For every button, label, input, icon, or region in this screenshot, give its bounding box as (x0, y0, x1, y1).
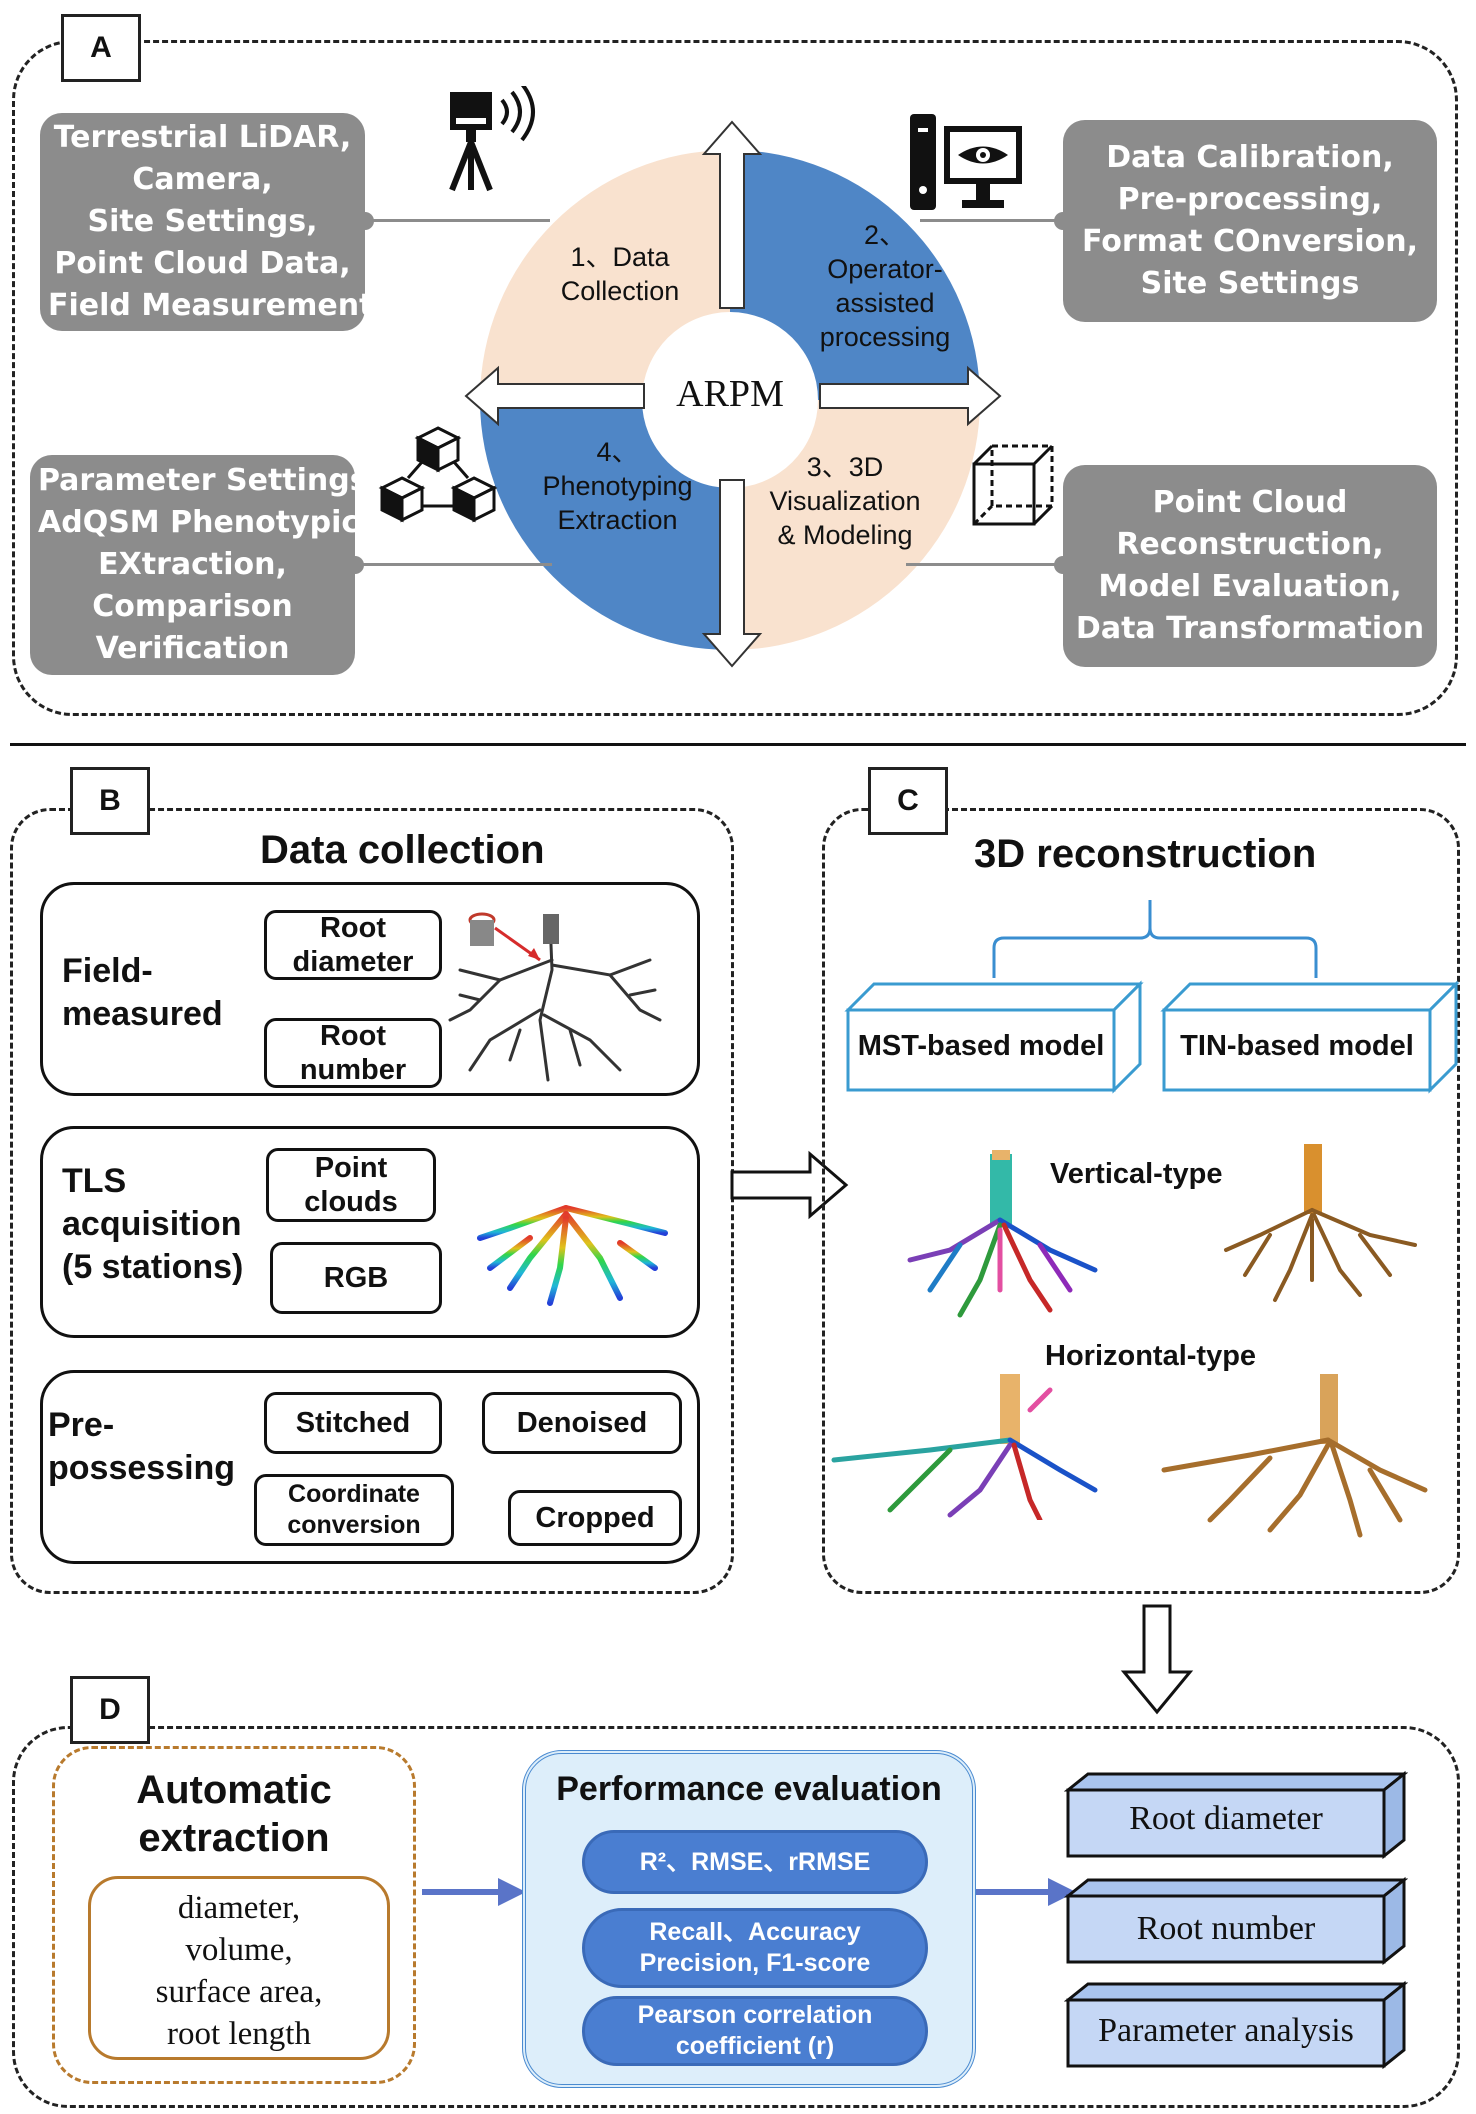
field-measured-label: Field- measured (62, 952, 223, 1033)
connector-line (362, 563, 552, 566)
arrow-up-icon (701, 120, 763, 309)
quadrant-4-text: 4、Phenotyping Extraction (542, 437, 693, 535)
preprocessing-label: Pre- possessing (48, 1406, 236, 1487)
arpm-ring (480, 150, 980, 650)
model-bracket (992, 900, 1318, 978)
arrow-down-icon (701, 479, 763, 668)
automatic-extraction-group (52, 1746, 416, 2084)
field-measured-group (40, 882, 700, 1096)
panel-a-label: A (61, 14, 141, 82)
connector-line (906, 563, 1056, 566)
mst-model-label: MST-based model (857, 1030, 1105, 1062)
vertical-type-label: Vertical-type (1050, 1158, 1223, 1190)
arrow-c-to-d-icon (1120, 1604, 1194, 1715)
arpm-center-label: ARPM (676, 373, 784, 415)
denoised-box: Denoised (482, 1392, 682, 1454)
output-block (1064, 1876, 1408, 1966)
cubes-icon (378, 426, 498, 523)
metric-pill: R²、RMSE、rRMSE (582, 1830, 928, 1894)
output-block (1064, 1770, 1408, 1860)
lidar-scanner-icon (449, 86, 535, 192)
section-divider (10, 743, 1466, 746)
tls-group (40, 1126, 700, 1338)
tin-model-block (1160, 980, 1460, 1094)
panel-b-frame (10, 808, 734, 1594)
cropped-box: Cropped (508, 1490, 682, 1546)
performance-evaluation-title: Performance evaluation (556, 1770, 942, 1808)
output-root-number: Root number (1136, 1910, 1316, 1947)
preprocessing-group (40, 1370, 700, 1564)
arrow-to-performance-icon (422, 1878, 526, 1906)
horizontal-tin-root-image (1161, 1374, 1428, 1538)
mst-model-block (844, 980, 1144, 1094)
panel-c-title: 3D reconstruction (974, 832, 1317, 876)
panel-a-frame (12, 40, 1458, 716)
vertical-mst-root-image (907, 1150, 1098, 1318)
root-sketch-icon (448, 912, 662, 1082)
arrow-b-to-c-icon (730, 1150, 849, 1220)
automatic-extraction-items: diameter,volume, surface area,root lengt… (88, 1876, 390, 2060)
arrow-right-icon (819, 365, 1002, 427)
panel-c-label: C (868, 767, 948, 835)
computer-eye-icon (910, 114, 1022, 210)
ring-quadrant-phenotyping (480, 400, 730, 650)
ring-arrows (464, 120, 1002, 668)
box-operator-processing: Data Calibration,Pre-processing, Format … (1063, 120, 1437, 322)
connector-dot (1054, 212, 1072, 230)
point-cloud-icon (477, 1149, 668, 1306)
ring-quadrant-visualization (730, 400, 980, 650)
horizontal-type-label: Horizontal-type (1045, 1340, 1257, 1372)
output-parameter-analysis: Parameter analysis (1098, 2012, 1354, 2049)
arrow-to-outputs-icon (972, 1878, 1076, 1906)
box-data-collection: Terrestrial LiDAR,Camera, Site Settings,… (40, 113, 391, 331)
ring-quadrant-operator-processing (730, 150, 980, 400)
connector-line (920, 219, 1056, 222)
connector-dot (1054, 556, 1072, 574)
connector-dot (346, 556, 364, 574)
connector-line (372, 219, 550, 222)
box-phenotyping: Parameter Settings,AdQSM Phenotypic EXtr… (30, 455, 379, 675)
arrow-left-icon (464, 365, 645, 427)
tin-model-label: TIN-based model (1180, 1030, 1414, 1062)
output-root-diameter: Root diameter (1129, 1800, 1323, 1837)
ring-quadrant-data-collection (480, 150, 730, 400)
wireframe-cube-icon (972, 444, 1054, 526)
output-block (1064, 1980, 1408, 2070)
connector-dot (356, 212, 374, 230)
rgb-box: RGB (270, 1242, 442, 1314)
panel-d-label: D (70, 1676, 150, 1744)
tls-label: TLS acquisition (5 stations) (62, 1162, 244, 1286)
panel-c-frame (822, 808, 1460, 1594)
horizontal-mst-root-image (831, 1374, 1098, 1520)
vertical-tin-root-image (1224, 1144, 1417, 1302)
panel-b-label: B (70, 767, 150, 835)
panel-b-title: Data collection (260, 828, 545, 872)
panel-d-frame (12, 1726, 1460, 2108)
stitched-box: Stitched (264, 1392, 442, 1454)
